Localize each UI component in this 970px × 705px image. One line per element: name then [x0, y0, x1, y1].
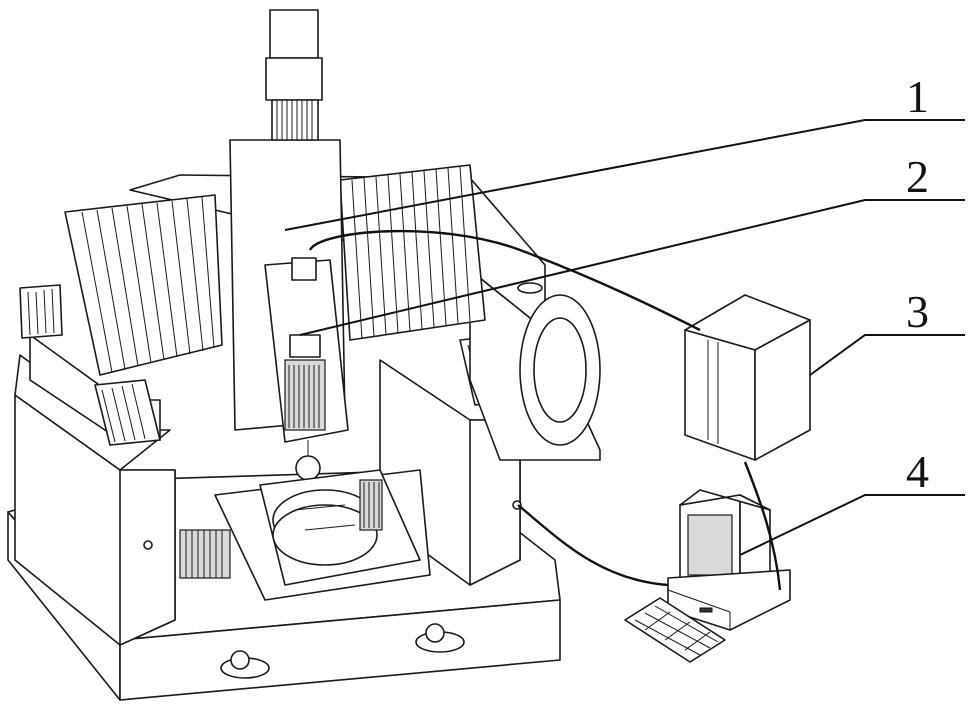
monitor-icon: [680, 490, 770, 585]
leader-3: [810, 335, 965, 375]
controller-box: [685, 295, 810, 460]
machine-tool: [8, 10, 600, 700]
probe-tip-icon: [296, 456, 320, 480]
x-bellows-right: [340, 165, 485, 340]
callout-2: 2: [906, 151, 929, 202]
callout-4: 4: [906, 446, 929, 497]
callout-1: 1: [906, 71, 929, 122]
callout-3: 3: [906, 286, 929, 337]
x-bellows-left: [65, 195, 222, 375]
